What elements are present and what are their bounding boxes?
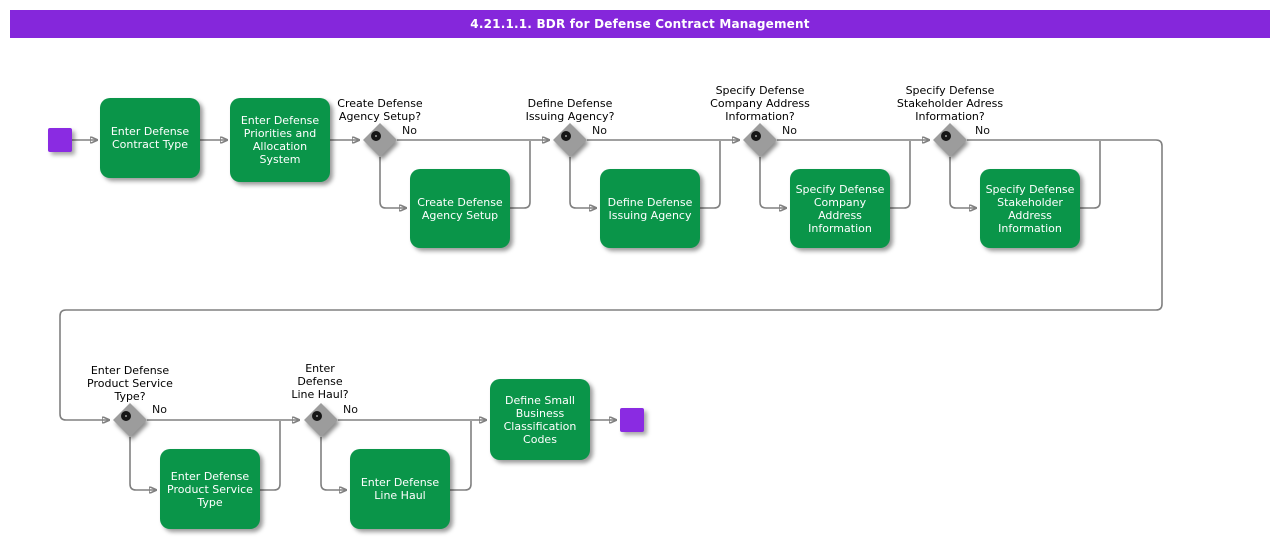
no-branch-label: No: [782, 124, 797, 137]
no-branch-label: No: [592, 124, 607, 137]
decision-circle-icon: [561, 131, 571, 141]
connector-a5-merge: [890, 141, 911, 209]
activity-label: Enter Defense Line Haul: [360, 476, 440, 502]
connector-d4-no-loop-to-d5: [59, 139, 1163, 420]
decision-diamond: [553, 123, 587, 157]
connector-d5-to-a7: [129, 437, 156, 490]
connector-a3-merge: [510, 141, 531, 209]
decision-circle-icon: [941, 131, 951, 141]
decision-diamond: [743, 123, 777, 157]
activity-label: Define Defense Issuing Agency: [607, 195, 693, 222]
activity-define-small-business-classification-codes: Define Small Business Classification Cod…: [490, 379, 590, 460]
activity-specify-defense-stakeholder-address-information: Specify Defense Stakeholder Address Info…: [980, 169, 1080, 248]
connector-a7-merge: [260, 421, 281, 491]
end-node: [620, 408, 644, 432]
connector-d1-to-a3: [379, 157, 406, 208]
decision-circle-icon: [751, 131, 761, 141]
no-branch-label: No: [343, 403, 358, 416]
decision-enter-defense-product-service-type: [113, 403, 147, 437]
decision-define-defense-issuing-agency: [553, 123, 587, 157]
decision-circle-icon: [121, 411, 131, 421]
diagram-title: 4.21.1.1. BDR for Defense Contract Manag…: [470, 17, 810, 31]
connector-a6-merge: [1080, 141, 1101, 209]
decision-circle-icon: [312, 411, 322, 421]
decision-diamond: [363, 123, 397, 157]
decision-question-specify-defense-company-address-information: Specify Defense Company Address Informat…: [710, 84, 810, 123]
decision-question-create-defense-agency-setup: Create Defense Agency Setup?: [337, 97, 423, 123]
decision-circle-icon: [371, 131, 381, 141]
diagram-title-bar: 4.21.1.1. BDR for Defense Contract Manag…: [10, 10, 1270, 38]
no-branch-label: No: [975, 124, 990, 137]
activity-enter-defense-priorities-and-allocation-system: Enter Defense Priorities and Allocation …: [230, 98, 330, 182]
activity-label: Create Defense Agency Setup: [417, 195, 503, 222]
decision-create-defense-agency-setup: [363, 123, 397, 157]
decision-question-specify-defense-stakeholder-adress-information: Specify Defense Stakeholder Adress Infor…: [896, 84, 1004, 123]
connector-a4-merge: [700, 141, 721, 209]
activity-enter-defense-contract-type: Enter Defense Contract Type: [100, 98, 200, 178]
decision-enter-defense-line-haul: [304, 403, 338, 437]
no-branch-label: No: [152, 403, 167, 416]
activity-create-defense-agency-setup: Create Defense Agency Setup: [410, 169, 510, 248]
connector-d4-to-a6: [949, 157, 976, 208]
decision-question-enter-defense-product-service-type: Enter Defense Product Service Type?: [87, 364, 173, 403]
activity-define-defense-issuing-agency: Define Defense Issuing Agency: [600, 169, 700, 248]
decision-diamond: [113, 403, 147, 437]
start-node: [48, 128, 72, 152]
decision-specify-defense-stakeholder-adress-information: [933, 123, 967, 157]
decision-specify-defense-company-address-information: [743, 123, 777, 157]
decision-diamond: [933, 123, 967, 157]
connector-a8-merge: [450, 421, 472, 491]
decision-diamond: [304, 403, 338, 437]
decision-question-enter-defense-line-haul: Enter Defense Line Haul?: [291, 362, 349, 401]
activity-label: Enter Defense Product Service Type: [167, 469, 253, 509]
activity-label: Define Small Business Classification Cod…: [503, 393, 577, 446]
activity-enter-defense-product-service-type: Enter Defense Product Service Type: [160, 449, 260, 529]
activity-specify-defense-company-address-information: Specify Defense Company Address Informat…: [790, 169, 890, 248]
connector-d6-to-a8: [320, 437, 346, 490]
no-branch-label: No: [402, 124, 417, 137]
decision-question-define-defense-issuing-agency: Define Defense Issuing Agency?: [525, 97, 615, 123]
activity-enter-defense-line-haul: Enter Defense Line Haul: [350, 449, 450, 529]
activity-label: Specify Defense Stakeholder Address Info…: [985, 182, 1075, 235]
connector-d3-to-a5: [759, 157, 786, 208]
activity-label: Enter Defense Priorities and Allocation …: [240, 114, 320, 166]
connector-d2-to-a4: [569, 157, 596, 208]
activity-label: Specify Defense Company Address Informat…: [795, 182, 885, 235]
activity-label: Enter Defense Contract Type: [110, 125, 190, 151]
